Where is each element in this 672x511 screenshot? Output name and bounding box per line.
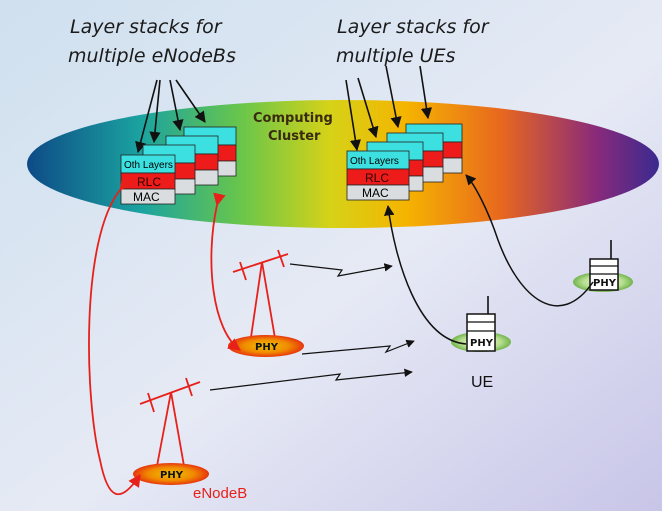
ue-stacks-title-line2: multiple UEs [336, 45, 456, 67]
ue-oth-layers-label: Oth Layers [350, 156, 399, 167]
enodeb-phy-upper: PHY [228, 335, 304, 357]
enodeb-stacks-title-line1: Layer stacks for [70, 16, 223, 38]
enodeb-oth-layers-label: Oth Layers [124, 160, 173, 171]
ue-stack-1: Oth Layers RLC MAC [346, 150, 410, 201]
ue-links [384, 174, 594, 345]
ue-stacks-title-line1: Layer stacks for [337, 16, 490, 38]
enodeb-label-arrows [135, 79, 206, 154]
enodeb-stack-1: Oth Layers RLC MAC [120, 154, 176, 205]
enodeb-phy-upper-label: PHY [255, 342, 279, 353]
enodeb-label: eNodeB [193, 485, 247, 502]
enodeb-rlc-label: RLC [137, 175, 161, 189]
ue-mac-label: MAC [362, 186, 389, 200]
enodeb-phy-lower-label: PHY [160, 470, 184, 481]
enodeb-tower-lower [139, 377, 201, 467]
ue-label: UE [471, 374, 493, 391]
ue-device-middle: PHY [451, 296, 511, 352]
enodeb-mac-label: MAC [133, 190, 160, 204]
enodeb-tower-upper [232, 249, 289, 345]
cluster-label-line1: Computing [253, 111, 333, 126]
ue-label-arrows [345, 65, 433, 152]
enodeb-phy-lower: PHY [133, 463, 209, 485]
ue-phy-right-label: PHY [593, 278, 617, 289]
ue-device-right: PHY [573, 240, 633, 292]
enodeb-stacks-title-line2: multiple eNodeBs [68, 45, 236, 67]
ue-rlc-label: RLC [365, 171, 389, 185]
ue-phy-middle-label: PHY [470, 338, 494, 349]
wireless-links [209, 263, 415, 391]
enodeb-fronthaul-links [88, 177, 242, 496]
cluster-label-line2: Cluster [268, 129, 321, 144]
